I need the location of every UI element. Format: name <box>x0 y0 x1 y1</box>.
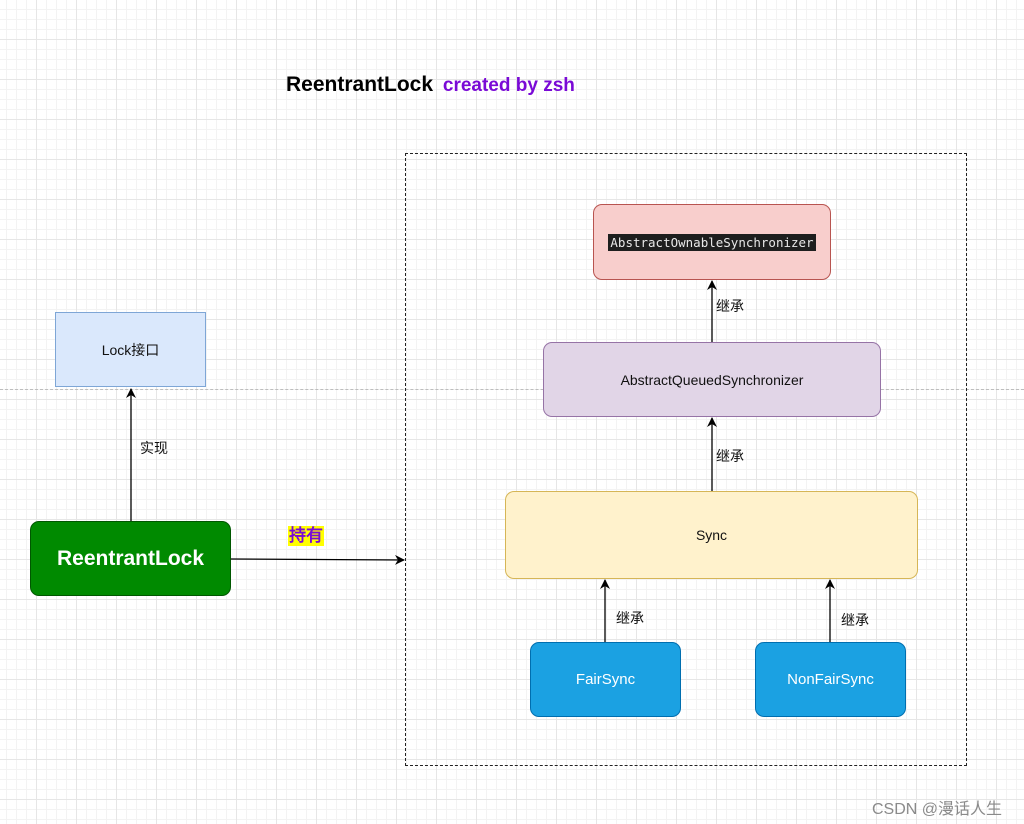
lock-interface-node[interactable]: Lock接口 <box>55 312 206 387</box>
nonfair-sync-node[interactable]: NonFairSync <box>755 642 906 717</box>
reentrant-lock-node[interactable]: ReentrantLock <box>30 521 231 596</box>
lock-interface-label: Lock接口 <box>101 341 160 358</box>
reentrant-lock-label: ReentrantLock <box>56 546 205 570</box>
csdn-watermark: CSDN @漫话人生 <box>872 801 1003 818</box>
abstract-ownable-synchronizer-node[interactable]: AbstractOwnableSynchronizer <box>593 204 831 280</box>
inherit-nonfair-sync-label: 继承 <box>841 612 869 628</box>
edge-holds[interactable] <box>230 554 405 565</box>
synchronizer-group-container[interactable] <box>405 153 967 766</box>
fair-sync-label: FairSync <box>575 671 636 688</box>
holds-edge-label: 持有 <box>288 526 324 546</box>
sync-node[interactable]: Sync <box>505 491 918 579</box>
inherit-aqs-aos-label: 继承 <box>716 298 744 314</box>
inherit-fair-sync-label: 继承 <box>616 610 644 626</box>
nonfair-sync-label: NonFairSync <box>787 671 874 688</box>
diagram-title: ReentrantLock created by zsh <box>286 73 575 97</box>
abstract-ownable-synchronizer-label: AbstractOwnableSynchronizer <box>608 233 816 251</box>
abstract-queued-synchronizer-node[interactable]: AbstractQueuedSynchronizer <box>543 342 881 417</box>
title-subtitle: created by zsh <box>442 75 575 96</box>
horizontal-guide-line <box>0 389 1024 390</box>
implements-edge-label: 实现 <box>140 440 168 456</box>
fair-sync-node[interactable]: FairSync <box>530 642 681 717</box>
abstract-queued-synchronizer-label: AbstractQueuedSynchronizer <box>620 371 804 388</box>
inherit-sync-aqs-label: 继承 <box>716 448 744 464</box>
title-main: ReentrantLock <box>286 73 434 96</box>
sync-label: Sync <box>695 527 728 543</box>
